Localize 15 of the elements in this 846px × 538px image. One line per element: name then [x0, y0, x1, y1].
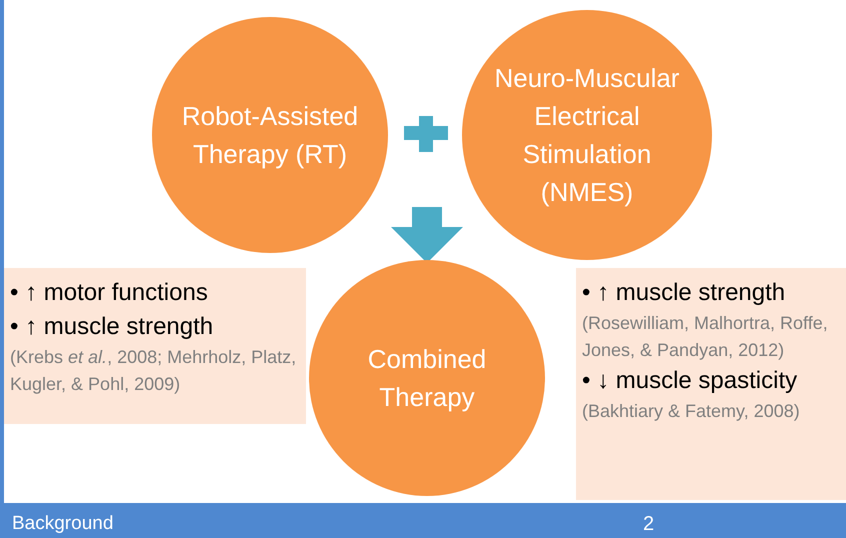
finding-text: • ↓ muscle spasticity — [582, 366, 798, 396]
findings-panel — [4, 268, 306, 424]
arrow — [391, 207, 463, 263]
citation-text: (Rosewilliam, Malhortra, Roffe, Jones, & Pandyan, 2012) — [582, 312, 829, 362]
circle-label: Combined Therapy — [366, 343, 488, 414]
finding-text: • ↑ muscle strength — [582, 278, 786, 308]
citation-text: (Krebs et al., 2008; Mehrholz, Platz, Kugler, & Pohl, 2009) — [10, 346, 298, 396]
footer-title: Background — [12, 512, 114, 536]
circle-label: Robot-Assisted Therapy (RT) — [180, 100, 360, 171]
circle-label: Neuro-Muscular Electrical Stimulation (NMES) — [494, 62, 680, 209]
page-number: 2 — [643, 512, 654, 536]
finding-text: • ↑ muscle strength — [10, 312, 214, 342]
findings-panel — [576, 268, 846, 500]
citation-text: (Bakhtiary & Fatemy, 2008) — [582, 400, 801, 423]
finding-text: • ↑ motor functions — [10, 278, 209, 308]
